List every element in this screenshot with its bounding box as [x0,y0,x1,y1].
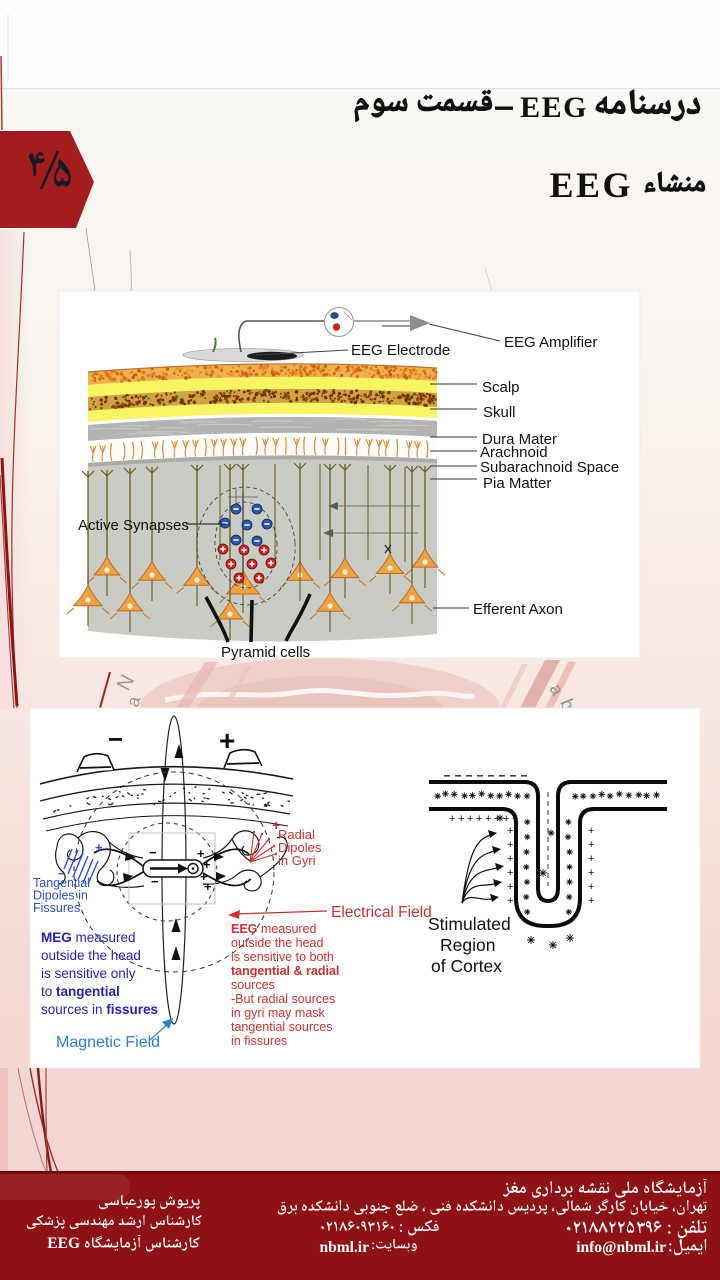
svg-text:+: + [507,839,513,851]
svg-text:EEG Amplifier: EEG Amplifier [504,334,597,351]
svg-text:Stimulated: Stimulated [428,914,511,934]
svg-text:−: − [149,845,157,860]
svg-text:Dipoles in: Dipoles in [33,889,88,903]
svg-text:Electrical Field: Electrical Field [331,904,432,921]
svg-text:is sensitive only: is sensitive only [41,966,136,981]
svg-text:Scalp: Scalp [482,379,520,396]
svg-text:Tangential: Tangential [33,876,90,890]
svg-text:+: + [507,853,513,865]
svg-text:−: − [108,724,123,754]
svg-text:+: + [588,839,594,851]
svg-text:+: + [507,825,513,837]
svg-text:Skull: Skull [483,404,516,421]
svg-text:tangential sources: tangential sources [231,1020,332,1034]
svg-text:+: + [503,813,509,825]
svg-text:+: + [588,895,594,907]
svg-text:outside the head: outside the head [41,948,141,963]
svg-text:outside the head: outside the head [231,936,323,950]
svg-text:+: + [203,857,211,872]
svg-text:Region: Region [440,935,495,955]
svg-text:nbml.ir: nbml.ir [319,1239,369,1256]
svg-text:+: + [272,817,280,833]
svg-text:sources: sources [231,978,275,992]
svg-text:MEG measured: MEG measured [41,930,136,945]
svg-text:tangential & radial: tangential & radial [231,964,339,978]
svg-text:Efferent Axon: Efferent Axon [473,601,563,618]
svg-text:Dura Mater: Dura Mater [482,431,557,448]
svg-text:of Cortex: of Cortex [431,956,502,976]
svg-text:+: + [588,867,594,879]
svg-text:Fissures: Fissures [33,901,80,915]
svg-text:in gyri may mask: in gyri may mask [231,1006,326,1020]
svg-text:+: + [588,853,594,865]
svg-text:+: + [588,881,594,893]
svg-text:Pyramid cells: Pyramid cells [221,644,310,661]
svg-text:+: + [494,813,500,825]
svg-text:Pia Matter: Pia Matter [483,475,551,492]
svg-text:EEG Electrode: EEG Electrode [351,342,450,359]
svg-text:EEG: EEG [520,91,588,124]
svg-text:+: + [588,825,594,837]
svg-text:+: + [512,813,518,825]
svg-text:−: − [58,866,66,881]
svg-text:Magnetic Field: Magnetic Field [56,1034,160,1051]
svg-text:Dipoles: Dipoles [278,840,322,855]
svg-text:+: + [204,879,212,894]
svg-text:−: − [151,874,159,889]
svg-text:+: + [449,813,455,825]
svg-text:Radial: Radial [278,827,315,842]
svg-text:in fissures: in fissures [231,1034,287,1048]
svg-text:+: + [219,725,235,756]
svg-text:+: + [507,881,513,893]
svg-text:sources in fissures: sources in fissures [41,1002,158,1017]
svg-text:Arachnoid: Arachnoid [480,444,548,461]
svg-text:is sensitive to both: is sensitive to both [231,950,334,964]
svg-text:+: + [197,846,205,861]
svg-text:EEG: EEG [47,1235,80,1252]
svg-text:+: + [507,867,513,879]
svg-text:Active Synapses: Active Synapses [78,517,189,534]
svg-text:to tangential: to tangential [41,984,120,999]
svg-text:in Gyri: in Gyri [278,853,316,868]
svg-text:info@nbml.ir: info@nbml.ir [576,1239,666,1256]
svg-text:+: + [458,813,464,825]
svg-text:EEG: EEG [549,165,633,205]
svg-text:-But radial sources: -But radial sources [231,992,335,1006]
svg-text:+: + [476,813,482,825]
svg-text:+: + [200,869,208,884]
svg-text:Subarachnoid Space: Subarachnoid Space [480,459,619,476]
svg-text:+: + [485,813,491,825]
svg-text:+: + [95,840,103,855]
svg-text:+: + [507,895,513,907]
svg-text:EEG measured: EEG measured [231,922,317,936]
svg-text:+: + [467,813,473,825]
